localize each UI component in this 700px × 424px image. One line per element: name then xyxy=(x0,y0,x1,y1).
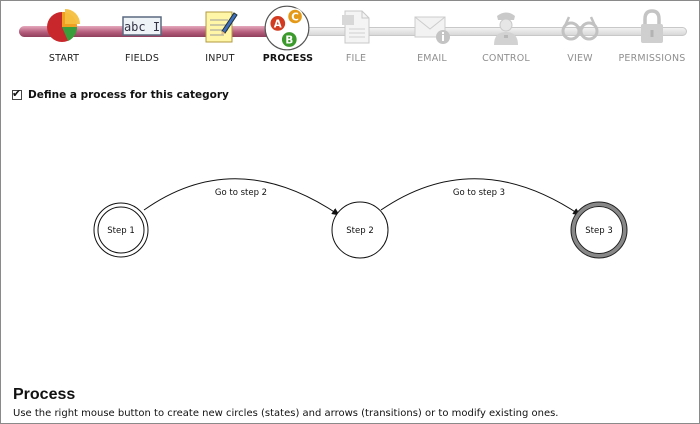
check-mark-icon: ✔ xyxy=(12,87,22,100)
wizard-step-start[interactable]: START xyxy=(24,5,104,67)
state-step-3[interactable]: Step 3 xyxy=(570,201,628,259)
fields-icon-text: abc I xyxy=(124,20,160,34)
define-process-option: ✔ Define a process for this category xyxy=(12,87,229,102)
pie-chart-icon xyxy=(47,9,80,42)
wizard-step-email[interactable]: EMAIL xyxy=(392,5,472,67)
wizard-step-view[interactable]: VIEW xyxy=(540,5,620,67)
transition-arrow[interactable] xyxy=(143,178,340,216)
help-panel: Process Use the right mouse button to cr… xyxy=(13,385,693,420)
transition-label[interactable]: Go to step 3 xyxy=(453,188,505,198)
wizard-step-label: CONTROL xyxy=(482,53,530,64)
wizard-step-permissions[interactable]: PERMISSIONS xyxy=(612,5,692,67)
state-step-1[interactable]: Step 1 xyxy=(93,202,149,258)
wizard-step-label: INPUT xyxy=(205,53,235,64)
wizard-step-file[interactable]: FILE xyxy=(316,5,396,67)
wizard-step-control[interactable]: CONTROL xyxy=(466,5,546,67)
envelope-info-icon xyxy=(414,16,450,44)
document-icon xyxy=(342,10,370,44)
define-process-label[interactable]: Define a process for this category xyxy=(28,89,229,101)
notepad-pencil-icon xyxy=(205,11,238,43)
glasses-icon xyxy=(561,16,599,41)
wizard-step-process[interactable]: A C B PROCESS xyxy=(248,5,328,67)
wizard-step-label: EMAIL xyxy=(417,53,447,64)
state-label: Step 1 xyxy=(107,226,134,236)
wizard-step-label: FILE xyxy=(345,53,367,64)
wizard-step-input[interactable]: INPUT xyxy=(180,5,260,67)
wizard-step-fields[interactable]: abc I FIELDS xyxy=(102,5,182,67)
wizard-step-label: VIEW xyxy=(567,53,593,64)
state-label: Step 3 xyxy=(585,226,612,236)
wizard-step-label: PERMISSIONS xyxy=(618,53,686,64)
transition-arrow[interactable] xyxy=(380,178,581,216)
padlock-icon xyxy=(641,9,663,43)
wizard-step-label: START xyxy=(48,53,80,64)
wizard-step-label: FIELDS xyxy=(124,53,160,64)
process-diagram-canvas[interactable]: Go to step 2 Go to step 3 Step 1 Step 2 … xyxy=(1,111,699,381)
abc-textfield-icon: abc I xyxy=(122,16,162,36)
help-title: Process xyxy=(13,386,76,403)
svg-text:A: A xyxy=(274,18,282,30)
transition-label[interactable]: Go to step 2 xyxy=(215,188,267,198)
state-label: Step 2 xyxy=(346,226,373,236)
help-description: Use the right mouse button to create new… xyxy=(13,408,559,419)
wizard-step-label: PROCESS xyxy=(262,53,314,64)
state-step-2[interactable]: Step 2 xyxy=(331,201,389,259)
abc-circles-icon: A C B xyxy=(264,5,310,51)
svg-text:B: B xyxy=(285,35,293,47)
svg-text:C: C xyxy=(291,12,299,24)
define-process-checkbox[interactable]: ✔ xyxy=(12,87,22,100)
wizard-bar: START abc I FIELDS INPUT xyxy=(1,1,699,71)
policeman-icon xyxy=(494,12,518,45)
